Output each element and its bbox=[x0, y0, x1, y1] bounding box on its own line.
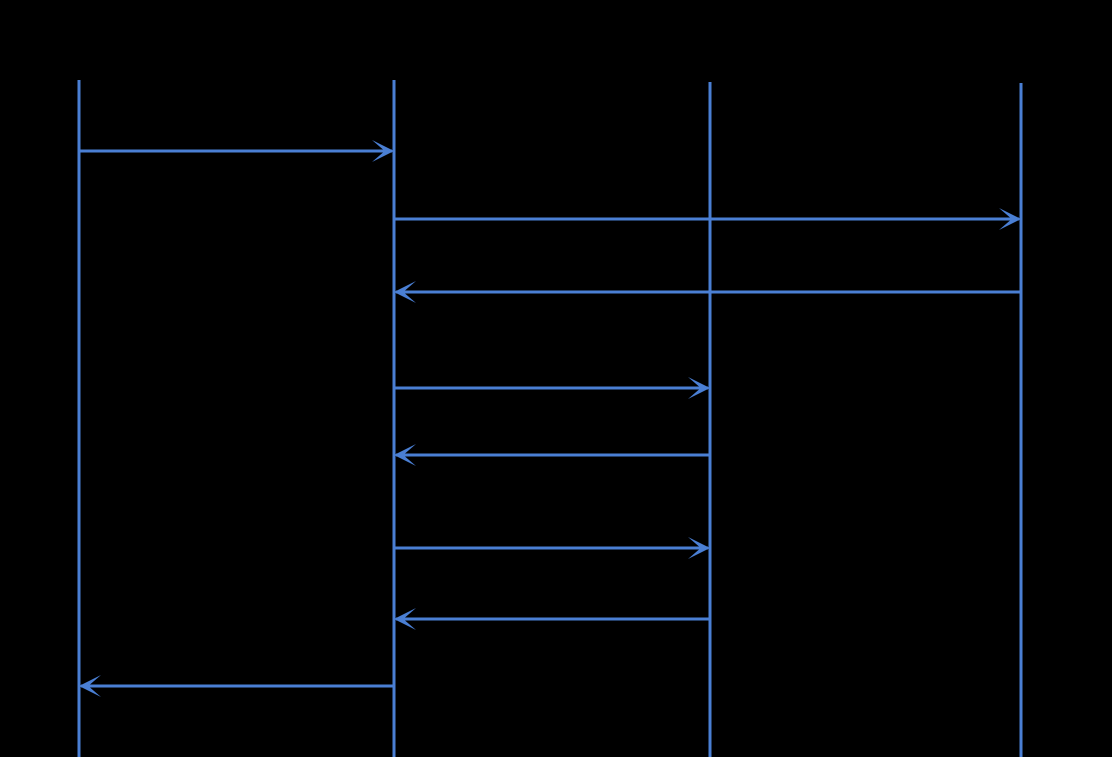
message-arrowhead-m4 bbox=[688, 377, 710, 399]
message-m7 bbox=[394, 608, 710, 630]
message-m1 bbox=[79, 140, 394, 162]
message-arrowhead-m2 bbox=[999, 208, 1021, 230]
message-arrowhead-m3 bbox=[394, 281, 416, 303]
message-m5 bbox=[394, 444, 710, 466]
message-arrowhead-m1 bbox=[372, 140, 394, 162]
message-arrowhead-m7 bbox=[394, 608, 416, 630]
message-arrowhead-m8 bbox=[79, 675, 101, 697]
message-arrowhead-m6 bbox=[688, 537, 710, 559]
message-m2 bbox=[394, 208, 1021, 230]
message-m4 bbox=[394, 377, 710, 399]
message-arrowhead-m5 bbox=[394, 444, 416, 466]
message-m8 bbox=[79, 675, 394, 697]
message-m6 bbox=[394, 537, 710, 559]
messages-group bbox=[79, 140, 1021, 697]
message-m3 bbox=[394, 281, 1021, 303]
lifelines-group bbox=[77, 80, 1023, 757]
